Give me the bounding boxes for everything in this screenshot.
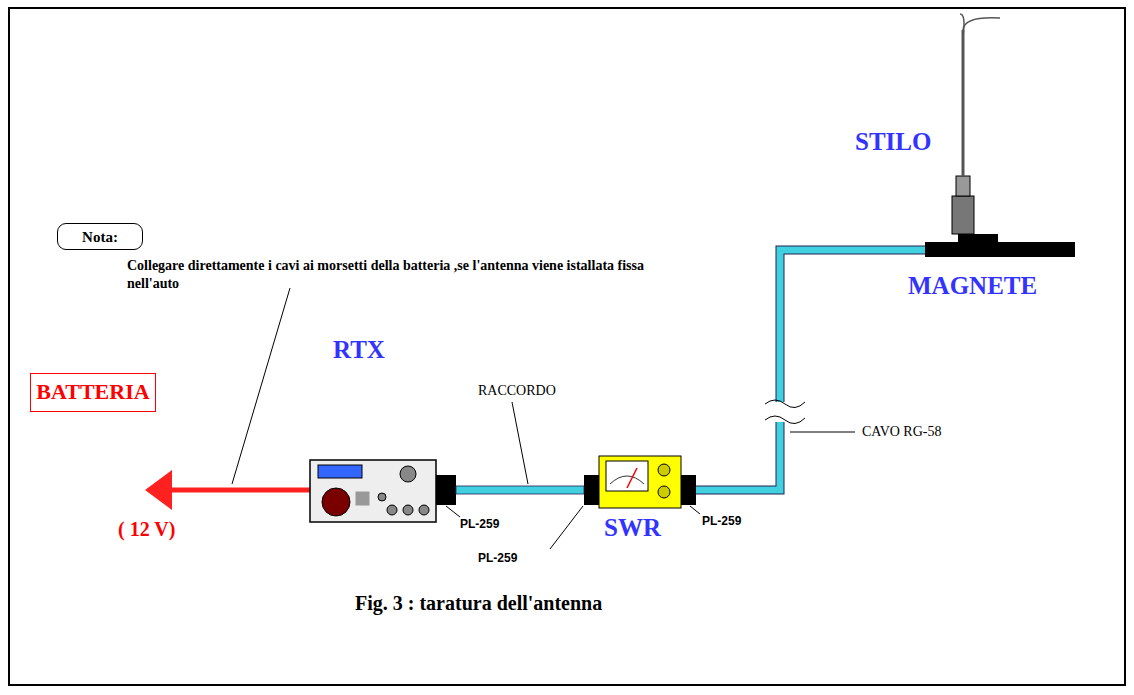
part-name: STILO xyxy=(855,126,931,159)
part-name: CAVO RG-58 xyxy=(862,423,941,441)
node-text: Nota: xyxy=(82,228,118,246)
connector-name: PL-259 xyxy=(460,517,499,533)
note-text: Collegare direttamente i cavi ai morsett… xyxy=(127,257,672,293)
voltage-label: ( 12 V) xyxy=(118,516,175,542)
part-name: MAGNETE xyxy=(908,270,1037,303)
connector-name: PL-259 xyxy=(702,514,741,530)
connector-name: PL-259 xyxy=(478,551,517,567)
battery-box: BATTERIA xyxy=(30,373,156,412)
node-text: BATTERIA xyxy=(36,379,149,405)
device-name: RTX xyxy=(333,334,385,367)
figure-caption: Fig. 3 : taratura dell'antenna xyxy=(355,592,602,615)
device-name: SWR xyxy=(604,512,661,545)
part-name: RACCORDO xyxy=(478,382,556,400)
note-box: Nota: xyxy=(57,223,143,250)
